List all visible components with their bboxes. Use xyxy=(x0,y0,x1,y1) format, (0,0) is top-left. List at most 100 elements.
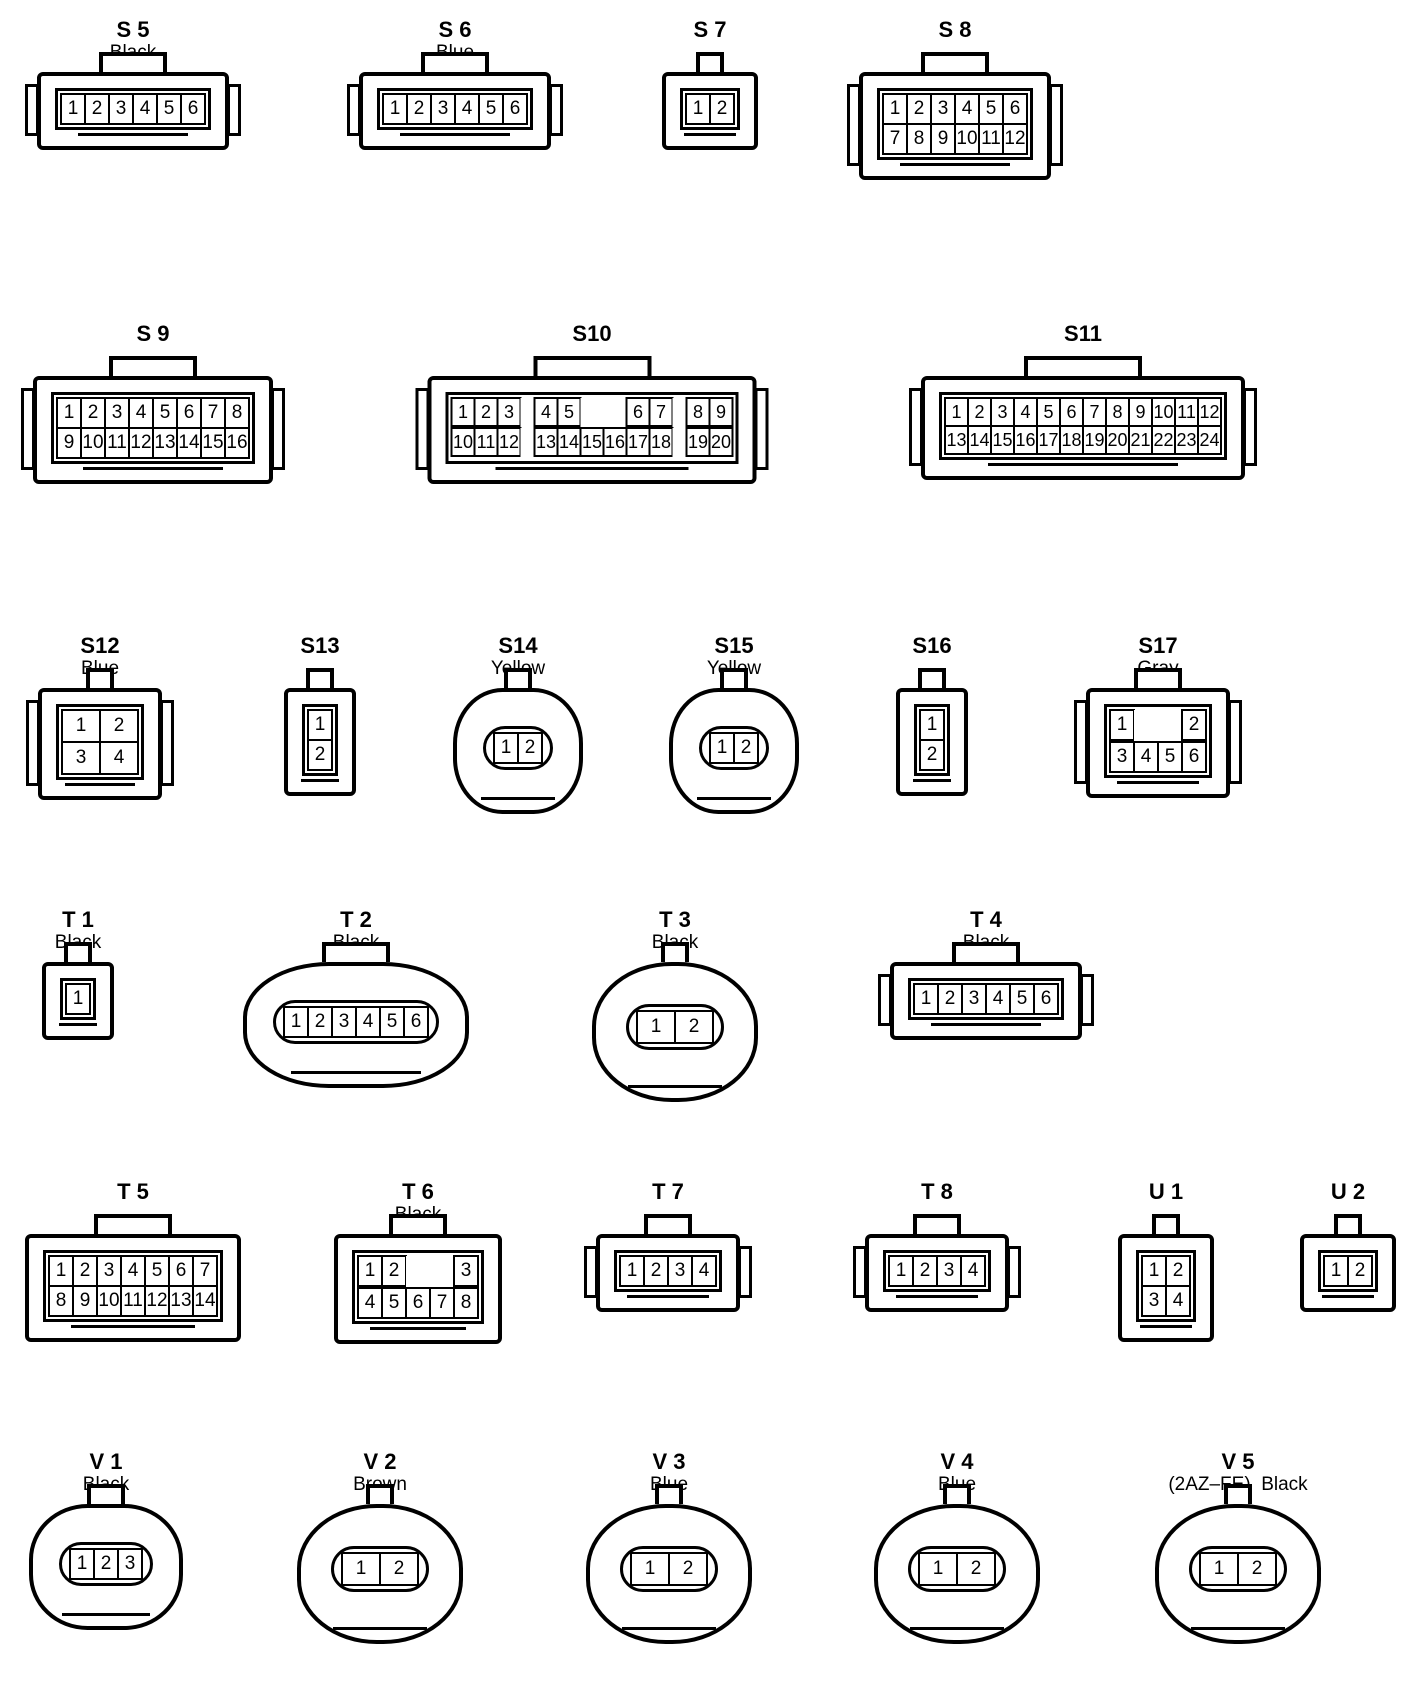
side-rail xyxy=(738,1246,752,1298)
side-rail xyxy=(878,974,892,1026)
base-rib xyxy=(930,1023,1042,1032)
base-rib xyxy=(896,1295,978,1304)
latch xyxy=(661,942,689,962)
pin-cell: 2 xyxy=(84,93,110,125)
pin-cell: 4 xyxy=(960,1255,986,1287)
side-rail xyxy=(1049,84,1063,166)
side-rail xyxy=(1007,1246,1021,1298)
side-rail xyxy=(853,1246,867,1298)
pin-cell: 1 xyxy=(69,1548,95,1580)
base-rib xyxy=(65,783,135,792)
pin-cell: 11 xyxy=(120,1285,146,1317)
pin-blank xyxy=(520,398,535,428)
pin-cell: 2 xyxy=(956,1552,996,1586)
pin-cell: 11 xyxy=(1174,397,1199,427)
pin-cell: 2 xyxy=(93,1548,119,1580)
base-rib xyxy=(83,467,223,476)
pin-cell: 2 xyxy=(381,1255,407,1287)
base-rib xyxy=(1117,781,1199,790)
latch xyxy=(644,1214,692,1234)
connector-labels: U 2 xyxy=(1331,1180,1365,1230)
pin-cell: 6 xyxy=(1181,741,1207,773)
base-rib xyxy=(988,463,1178,472)
pin-cell: 2 xyxy=(99,709,139,743)
latch xyxy=(913,1214,961,1234)
side-rail xyxy=(415,388,430,470)
base-rib xyxy=(58,1023,98,1032)
pin-cell: 2 xyxy=(406,93,432,125)
pin-cell: 6 xyxy=(502,93,528,125)
pin-cell: 2 xyxy=(919,739,945,771)
latch xyxy=(366,1484,394,1504)
pin-cell: 1 xyxy=(283,1006,309,1038)
pin-cell: 9 xyxy=(1128,397,1153,427)
connector-s12: S12Blue1234 xyxy=(26,633,174,800)
pin-cell: 2 xyxy=(307,1006,333,1038)
side-rail xyxy=(26,700,40,786)
pin-cell: 4 xyxy=(357,1287,383,1319)
pin-cell: 2 xyxy=(733,732,759,764)
connector-labels: T 8 xyxy=(921,1180,953,1230)
pin-cell: 3 xyxy=(108,93,134,125)
latch xyxy=(306,668,334,688)
pin-cell: 12 xyxy=(128,427,154,459)
pin-cell: 6 xyxy=(1059,397,1084,427)
pin-cell: 4 xyxy=(1165,1285,1191,1317)
pin-cell: 3 xyxy=(1141,1285,1167,1317)
base-rib xyxy=(627,1085,723,1094)
pin-face: 1 xyxy=(60,978,96,1020)
connector-code: S 8 xyxy=(938,17,972,42)
connector-code: V 4 xyxy=(940,1449,974,1474)
pin-cell: 14 xyxy=(967,425,992,455)
connector-code: S14 xyxy=(498,633,538,658)
pin-cell: 16 xyxy=(224,427,250,459)
pin-cell: 2 xyxy=(668,1552,708,1586)
connector-code: S12 xyxy=(80,633,120,658)
pin-cell: 2 xyxy=(307,739,333,771)
pin-cell: 1 xyxy=(357,1255,383,1287)
connector-code: S 7 xyxy=(693,17,727,42)
pin-cell: 4 xyxy=(454,93,480,125)
pin-cell: 5 xyxy=(152,397,178,429)
connector-code: V 2 xyxy=(363,1449,397,1474)
pin-cell: 9 xyxy=(56,427,82,459)
connector-code: S10 xyxy=(572,321,612,346)
pin-cell: 1 xyxy=(1109,709,1135,741)
base-rib xyxy=(77,133,189,142)
connector-code: T 3 xyxy=(659,907,691,932)
pin-cell: 3 xyxy=(961,983,987,1015)
pin-cell: 4 xyxy=(132,93,158,125)
connector-code: S 9 xyxy=(136,321,170,346)
pin-cell: 14 xyxy=(176,427,202,459)
connector-labels: S16 xyxy=(912,634,951,684)
pin-cell: 13 xyxy=(944,425,969,455)
side-rail xyxy=(347,84,361,136)
pin-cell: 17 xyxy=(1036,425,1061,455)
pin-cell: 8 xyxy=(906,123,932,155)
